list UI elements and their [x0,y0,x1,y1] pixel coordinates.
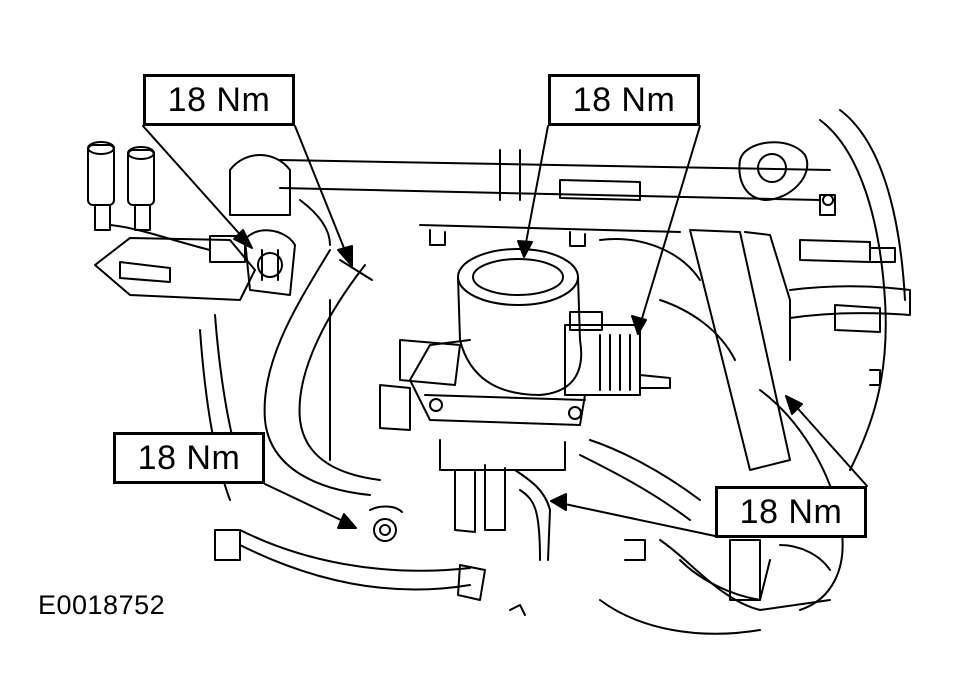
arrowhead-c1b [337,245,353,267]
torque-callout-top-right: 18 Nm [548,74,700,126]
fuel-rail [279,149,831,247]
figure-reference-id: E0018752 [38,590,166,620]
idle-air-control-valve [564,311,671,396]
torque-callout-lower-right: 18 Nm [715,486,867,538]
arrowhead-c4a [550,493,567,511]
arrowhead-c2b [631,315,647,335]
manifold-outline [199,238,736,616]
leader-line-c3 [264,483,346,523]
vacuum-hose [263,249,381,496]
leader-line-c1a [142,125,246,241]
leader-line-c1b [294,125,349,259]
callout-arrowheads [233,229,803,529]
leader-line-c4b [791,401,868,487]
throttle-body [379,248,586,431]
arrowhead-c2a [517,240,533,258]
arrowhead-c4b [785,395,803,415]
left-bolt-clamp [229,154,296,296]
arrowhead-c3 [337,513,357,529]
leader-line-c4a [559,502,716,537]
arrowhead-c1a [233,229,253,249]
lower-right-housing [624,539,831,601]
leader-line-c2a [524,125,549,249]
leader-line-c2b [639,125,701,326]
lower-left-bolt [214,505,486,601]
torque-callout-top-left: 18 Nm [143,74,295,126]
callout-leader-lines [142,125,868,537]
torque-callout-lower-left: 18 Nm [113,432,265,484]
lower-coolant-pipes [439,439,566,561]
right-intake-assembly [689,141,911,471]
left-injector-assembly [87,141,256,301]
